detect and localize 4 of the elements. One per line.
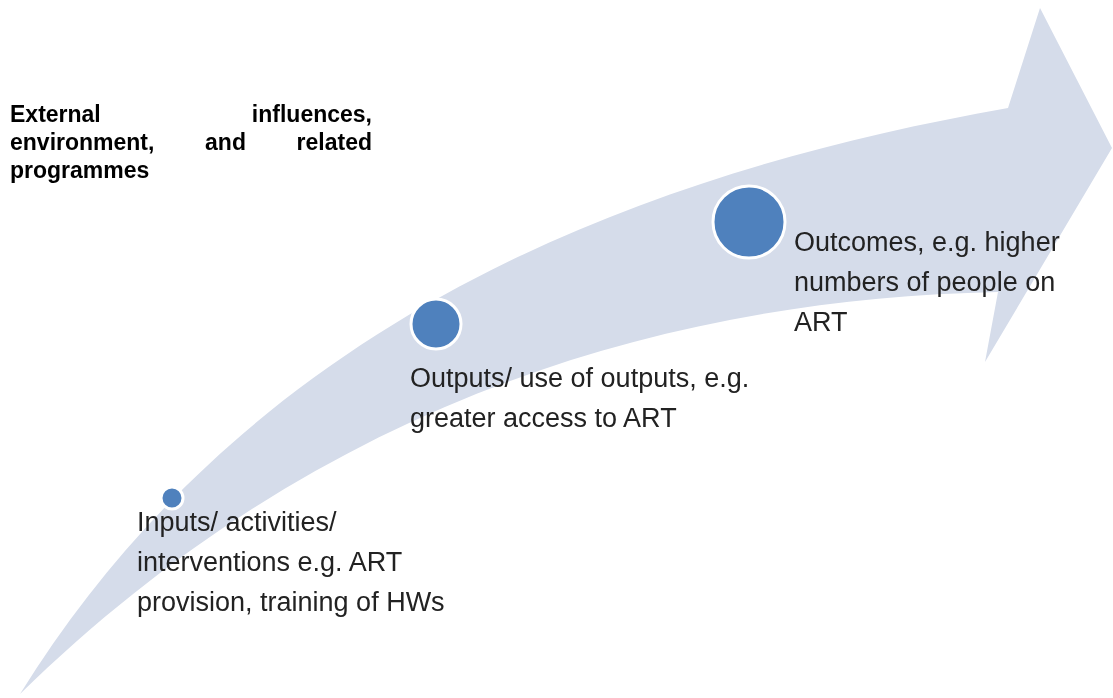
stage-text: Outputs/ use of outputs, e.g. greater access to ART	[410, 362, 751, 435]
stage-text: Inputs/ activities/ interventions e.g. ART provision, training of HWs	[137, 506, 446, 619]
heading-note: External influences, environment, and related programmes	[10, 100, 372, 184]
stage-text: Outcomes, e.g. higher numbers of people on ART	[794, 226, 1061, 339]
